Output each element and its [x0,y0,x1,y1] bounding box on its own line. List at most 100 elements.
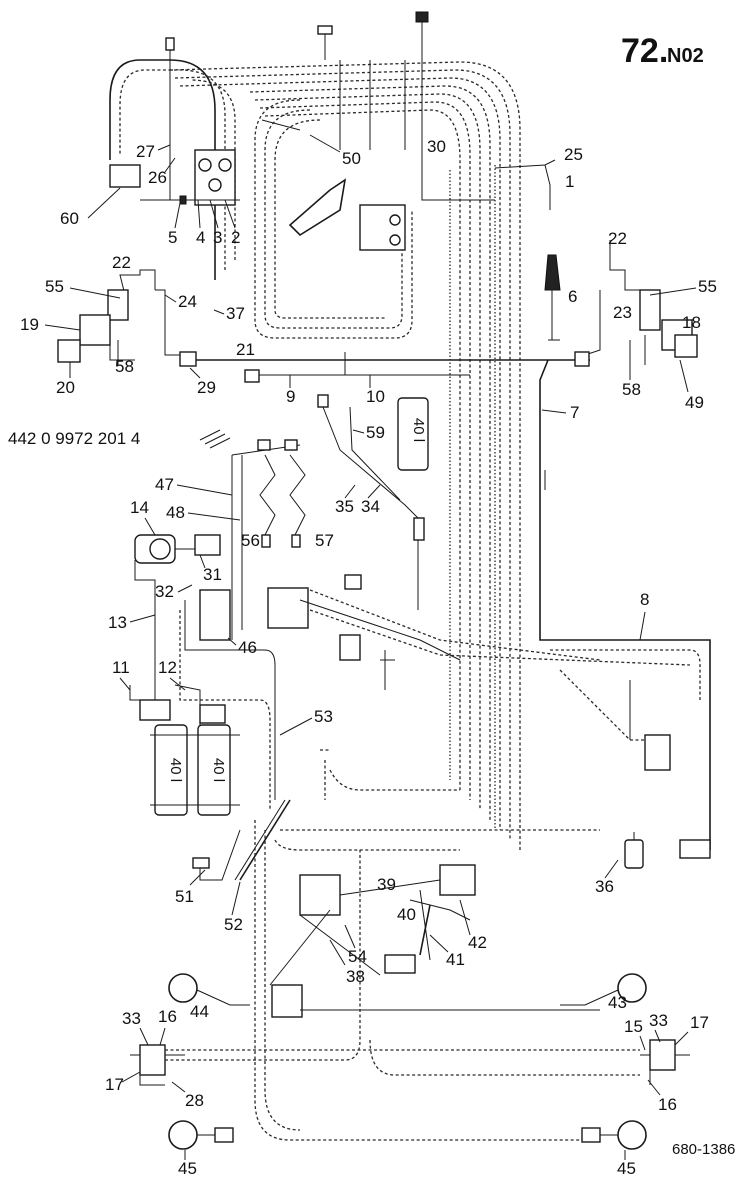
callout-6: 6 [568,287,577,306]
callout-32: 32 [155,582,174,601]
wheel-front-left-icon [168,973,198,1003]
tank-top-label: 40 l [410,418,427,442]
callout-36: 36 [595,877,614,896]
part-number-label: 442 0 9972 201 4 [8,429,140,448]
callout-55-right: 55 [698,277,717,296]
callout-35: 35 [335,497,354,516]
callout-33-left: 33 [122,1009,141,1028]
valve-41-42 [384,904,431,974]
wheel-rear-right-icon [617,1120,647,1150]
callout-60: 60 [60,209,79,228]
valve-block-46 [179,589,276,810]
callout-20: 20 [56,378,75,397]
callout-43: 43 [608,993,627,1012]
callout-53: 53 [314,707,333,726]
callout-22-right: 22 [608,229,627,248]
left-brake-chamber [130,850,640,1086]
callout-39: 39 [377,875,396,894]
callout-57: 57 [315,531,334,550]
right-brake-chamber [640,1039,690,1085]
callout-19: 19 [20,315,39,334]
central-pipe-bundle [169,61,521,850]
callout-27: 27 [136,142,155,161]
connector-25 [494,159,556,210]
callout-8: 8 [640,590,649,609]
right-vertical-7 [539,254,711,850]
callout-26: 26 [148,168,167,187]
wheel-front-right-icon [617,973,647,1003]
rear-axle [168,1120,647,1150]
callout-22-left: 22 [112,253,131,272]
callout-50: 50 [342,149,361,168]
lower-center-loops [254,749,600,1141]
air-tank-top: 40 l [397,397,429,471]
lines-34-35 [317,394,425,610]
callout-25: 25 [564,145,583,164]
callout-58-left: 58 [115,357,134,376]
tank-11-label: 40 l [167,758,184,782]
top-feeders [317,11,495,201]
callout-9: 9 [286,387,295,406]
callout-2: 2 [231,228,240,247]
callout-31: 31 [203,565,222,584]
diagram-title-suffix: N02 [667,45,704,67]
callout-38: 38 [346,967,365,986]
right-valve-8 [550,649,701,771]
callout-24: 24 [178,292,197,311]
diagram-title: 72. [621,32,668,70]
callout-4: 4 [196,228,205,247]
front-axle [168,973,647,1018]
callout-47: 47 [155,475,174,494]
callout-5: 5 [168,228,177,247]
callout-17-left: 17 [105,1075,124,1094]
callout-1: 1 [565,172,574,191]
callout-17-right: 17 [690,1013,709,1032]
callout-23: 23 [613,303,632,322]
callout-30: 30 [427,137,446,156]
compressor-14 [134,534,221,700]
callout-16-left: 16 [158,1007,177,1026]
callouts: 1 2 3 4 5 6 7 8 9 10 11 12 13 14 15 16 1… [20,134,717,1178]
callout-56: 56 [241,531,260,550]
callout-33-right: 33 [649,1011,668,1030]
callout-51: 51 [175,887,194,906]
callout-10: 10 [366,387,385,406]
reference-number: 680-1386 [672,1141,735,1158]
callout-18: 18 [682,313,701,332]
callout-44: 44 [190,1002,209,1021]
trailer-coils-56-57 [231,439,306,640]
relay-valves-38-40 [269,864,476,986]
callout-48: 48 [166,503,185,522]
lower-left-lines [192,799,291,881]
callout-29: 29 [197,378,216,397]
left-brake-assembly [57,269,180,365]
callout-16-right: 16 [658,1095,677,1114]
left-top-loop [109,37,236,280]
cross-line-21 [179,351,590,383]
callout-37: 37 [226,304,245,323]
brake-valve-50 [261,119,406,251]
right-brake-assembly [584,240,698,365]
valve-cluster-2-5 [109,149,240,206]
reservoir-36 [624,832,711,869]
callout-54: 54 [348,947,367,966]
callout-7: 7 [570,403,579,422]
callout-40: 40 [397,905,416,924]
callout-42: 42 [468,933,487,952]
inner-loop-lines [254,99,413,339]
wheel-rear-left-icon [168,1120,198,1150]
callout-28: 28 [185,1091,204,1110]
callout-13: 13 [108,613,127,632]
callout-49: 49 [685,393,704,412]
callout-46: 46 [238,638,257,657]
hatch-symbol [199,429,231,449]
callout-15: 15 [624,1017,643,1036]
callout-21: 21 [236,340,255,359]
tank-12-label: 40 l [210,758,227,782]
middle-valve-group [267,574,691,690]
callout-12: 12 [158,658,177,677]
callout-45-right: 45 [617,1159,636,1178]
callout-3: 3 [213,228,222,247]
callout-11: 11 [112,658,130,677]
